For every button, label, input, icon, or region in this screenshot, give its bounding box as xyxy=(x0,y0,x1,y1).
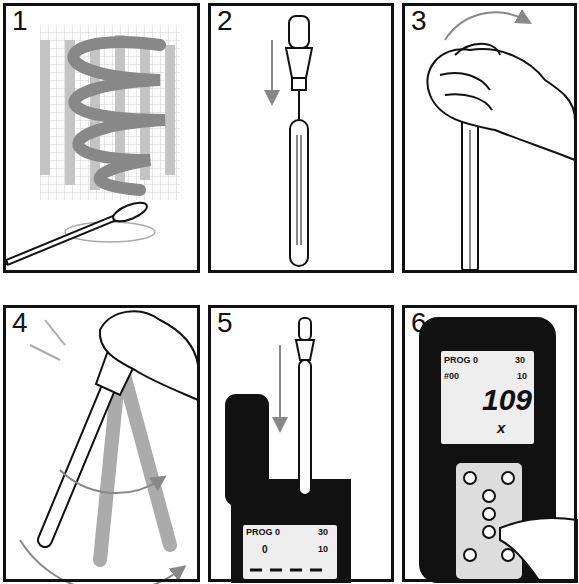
step-number: 3 xyxy=(411,6,427,36)
display-reading: PROG 0 xyxy=(444,356,478,365)
step-panel: 4 xyxy=(3,305,200,582)
display-reading: 10 xyxy=(318,545,328,554)
display-reading: #00 xyxy=(444,372,459,381)
display-reading: 109 xyxy=(482,385,532,415)
test-tube xyxy=(272,16,312,266)
step-number: 2 xyxy=(217,6,233,36)
step-panel: 3 xyxy=(402,3,577,273)
display-reading: 30 xyxy=(318,528,328,537)
step-number: 5 xyxy=(217,308,233,338)
step-panel: 1 xyxy=(3,3,200,273)
luminometer-insert xyxy=(226,318,350,582)
snap-valve xyxy=(427,12,575,270)
step-panel: 5 xyxy=(208,305,394,582)
swab-surface xyxy=(8,25,180,262)
shake-tube xyxy=(20,311,198,584)
handheld-reader xyxy=(420,318,577,582)
step-number: 1 xyxy=(12,6,28,36)
display-reading: x xyxy=(497,420,505,435)
display-reading: 30 xyxy=(515,356,525,365)
display-reading: PROG 0 xyxy=(246,528,280,537)
display-reading: 0 xyxy=(262,545,268,555)
step-panel: 2 xyxy=(208,3,394,273)
step-number: 6 xyxy=(411,308,427,338)
step-panel: 6 xyxy=(402,305,577,582)
display-reading: 10 xyxy=(517,372,527,381)
step-number: 4 xyxy=(12,308,28,338)
